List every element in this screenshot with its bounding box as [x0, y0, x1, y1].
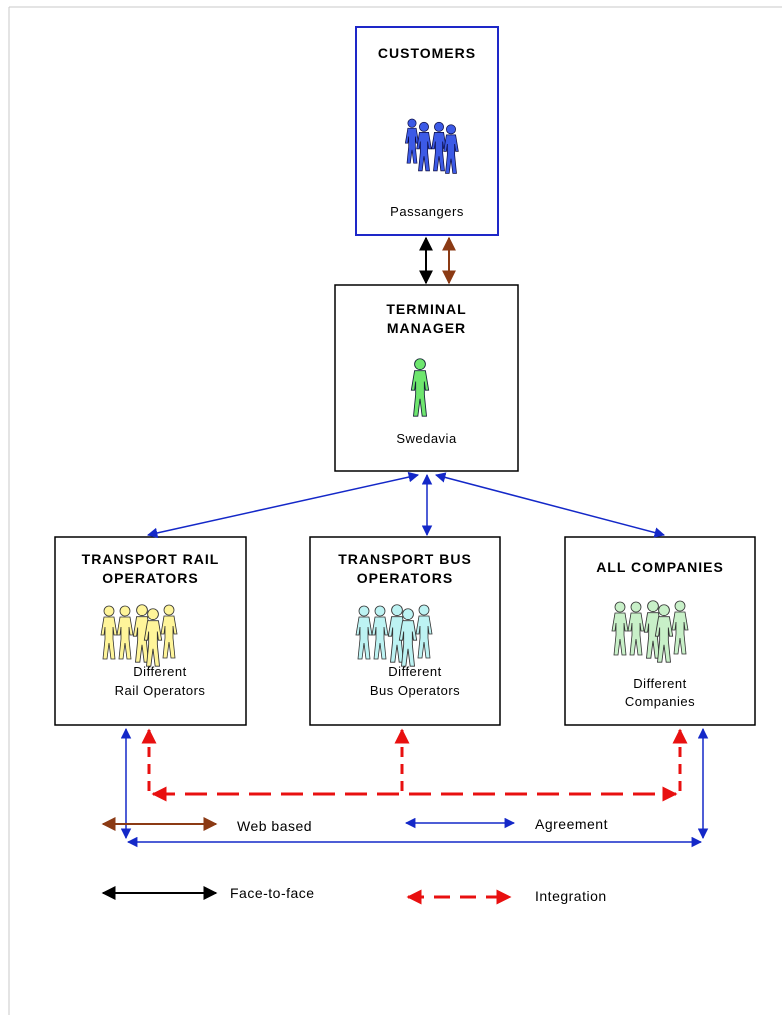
- terminal-subtitle: Swedavia: [396, 431, 457, 446]
- customers-subtitle: Passangers: [390, 204, 464, 219]
- bus-title-line2: OPERATORS: [356, 570, 454, 586]
- bus-subtitle-line1: Different: [388, 664, 442, 679]
- rail-operators-group-icon: [100, 604, 178, 667]
- bus-subtitle-line2: Bus Operators: [369, 683, 461, 698]
- terminal-title-line2: MANAGER: [386, 320, 467, 336]
- bus-operators-group-icon: [355, 604, 433, 667]
- rail-subtitle-line1: Different: [133, 664, 187, 679]
- terminal-title-line1: TERMINAL: [386, 301, 467, 317]
- legend-web-based-label: Web based: [237, 818, 313, 834]
- bus-title-line1: TRANSPORT BUS: [338, 551, 472, 567]
- integration-network: [141, 728, 688, 802]
- legend-integration-label: Integration: [535, 888, 607, 904]
- legend-face-to-face-label: Face-to-face: [230, 885, 315, 901]
- companies-subtitle-line1: Different: [633, 676, 687, 691]
- rail-subtitle-line2: Rail Operators: [114, 683, 206, 698]
- agreement-bottom-network: [120, 727, 709, 848]
- customers-box: [355, 26, 499, 236]
- companies-group-icon: [611, 600, 689, 663]
- legend-agreement-label: Agreement: [535, 816, 608, 832]
- terminal-rail-agreement-arrow: [146, 471, 420, 539]
- companies-subtitle-line2: Companies: [624, 694, 696, 709]
- customers-title: CUSTOMERS: [377, 45, 477, 61]
- companies-title: ALL COMPANIES: [596, 559, 724, 575]
- terminal-companies-agreement-arrow: [434, 472, 666, 538]
- rail-title-line1: TRANSPORT RAIL: [81, 551, 220, 567]
- rail-title-line2: OPERATORS: [102, 570, 199, 586]
